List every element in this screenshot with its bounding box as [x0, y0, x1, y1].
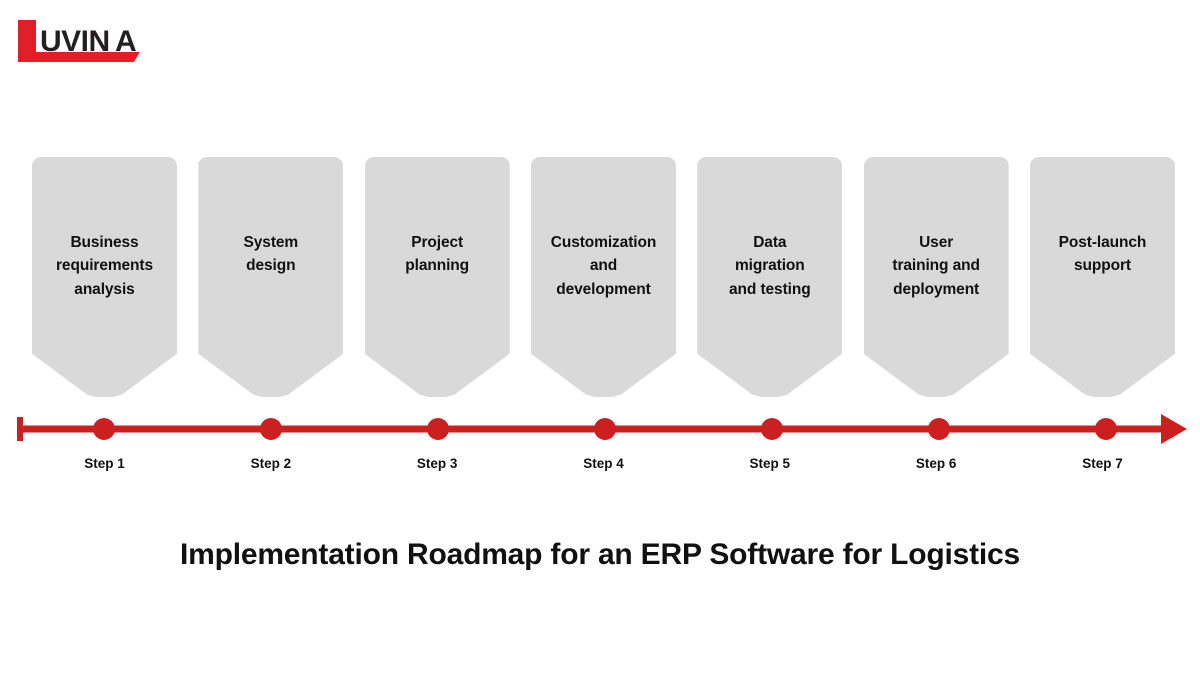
step-card-2[interactable]: System design [198, 157, 344, 397]
step-card-label: Post-launch support [1058, 234, 1147, 275]
brand-logo: UVIN A [16, 18, 156, 64]
timeline-marker-5[interactable] [761, 418, 783, 440]
chevron-shape [364, 157, 510, 397]
step-card-7[interactable]: Post-launch support [1029, 157, 1175, 397]
step-card-label: Project planning [405, 234, 470, 275]
step-card-label: System design [243, 234, 299, 275]
step-card-5[interactable]: Data migration and testing [697, 157, 843, 397]
chevron-shape [697, 157, 843, 397]
svg-text:A: A [115, 25, 137, 58]
step-card-label: Business requirements analysis [56, 234, 153, 298]
timeline-marker-6[interactable] [928, 418, 950, 440]
timeline-marker-7[interactable] [1095, 418, 1117, 440]
step-card-4[interactable]: Customization and development [530, 157, 676, 397]
step-card-6[interactable]: User training and deployment [863, 157, 1009, 397]
step-card-label: User training and deployment [892, 234, 980, 298]
step-card-label: Customization and development [550, 234, 657, 298]
roadmap-card-row: Business requirements analysis System de… [32, 157, 1175, 397]
step-number-4: Step 4 [583, 456, 624, 471]
timeline-marker-3[interactable] [427, 418, 449, 440]
step-number-7: Step 7 [1082, 456, 1123, 471]
step-card-3[interactable]: Project planning [364, 157, 510, 397]
chevron-shape [32, 157, 177, 397]
step-number-6: Step 6 [915, 456, 957, 471]
step-number-5: Step 5 [749, 456, 791, 471]
luvina-logo-icon: UVIN A [18, 20, 140, 62]
step-card-label: Data migration and testing [729, 234, 811, 298]
timeline-axis [0, 404, 1200, 456]
page-title: Implementation Roadmap for an ERP Softwa… [179, 538, 1021, 571]
chevron-shape [863, 157, 1009, 397]
timeline-svg [17, 414, 1187, 444]
timeline-arrow-head-icon [1161, 414, 1187, 444]
chevron-shape [1029, 157, 1175, 397]
svg-text:UVIN: UVIN [40, 25, 110, 58]
timeline-marker-1[interactable] [93, 418, 115, 440]
step-number-2: Step 2 [250, 456, 292, 471]
timeline-marker-4[interactable] [594, 418, 616, 440]
step-number-row: Step 1 Step 2 Step 3 Step 4 Step 5 Step … [32, 456, 1175, 478]
step-card-1[interactable]: Business requirements analysis [32, 157, 177, 397]
step-number-3: Step 3 [416, 456, 458, 471]
chevron-shape [198, 157, 344, 397]
chevron-shape [530, 157, 676, 397]
timeline-marker-2[interactable] [260, 418, 282, 440]
step-number-1: Step 1 [84, 456, 125, 471]
